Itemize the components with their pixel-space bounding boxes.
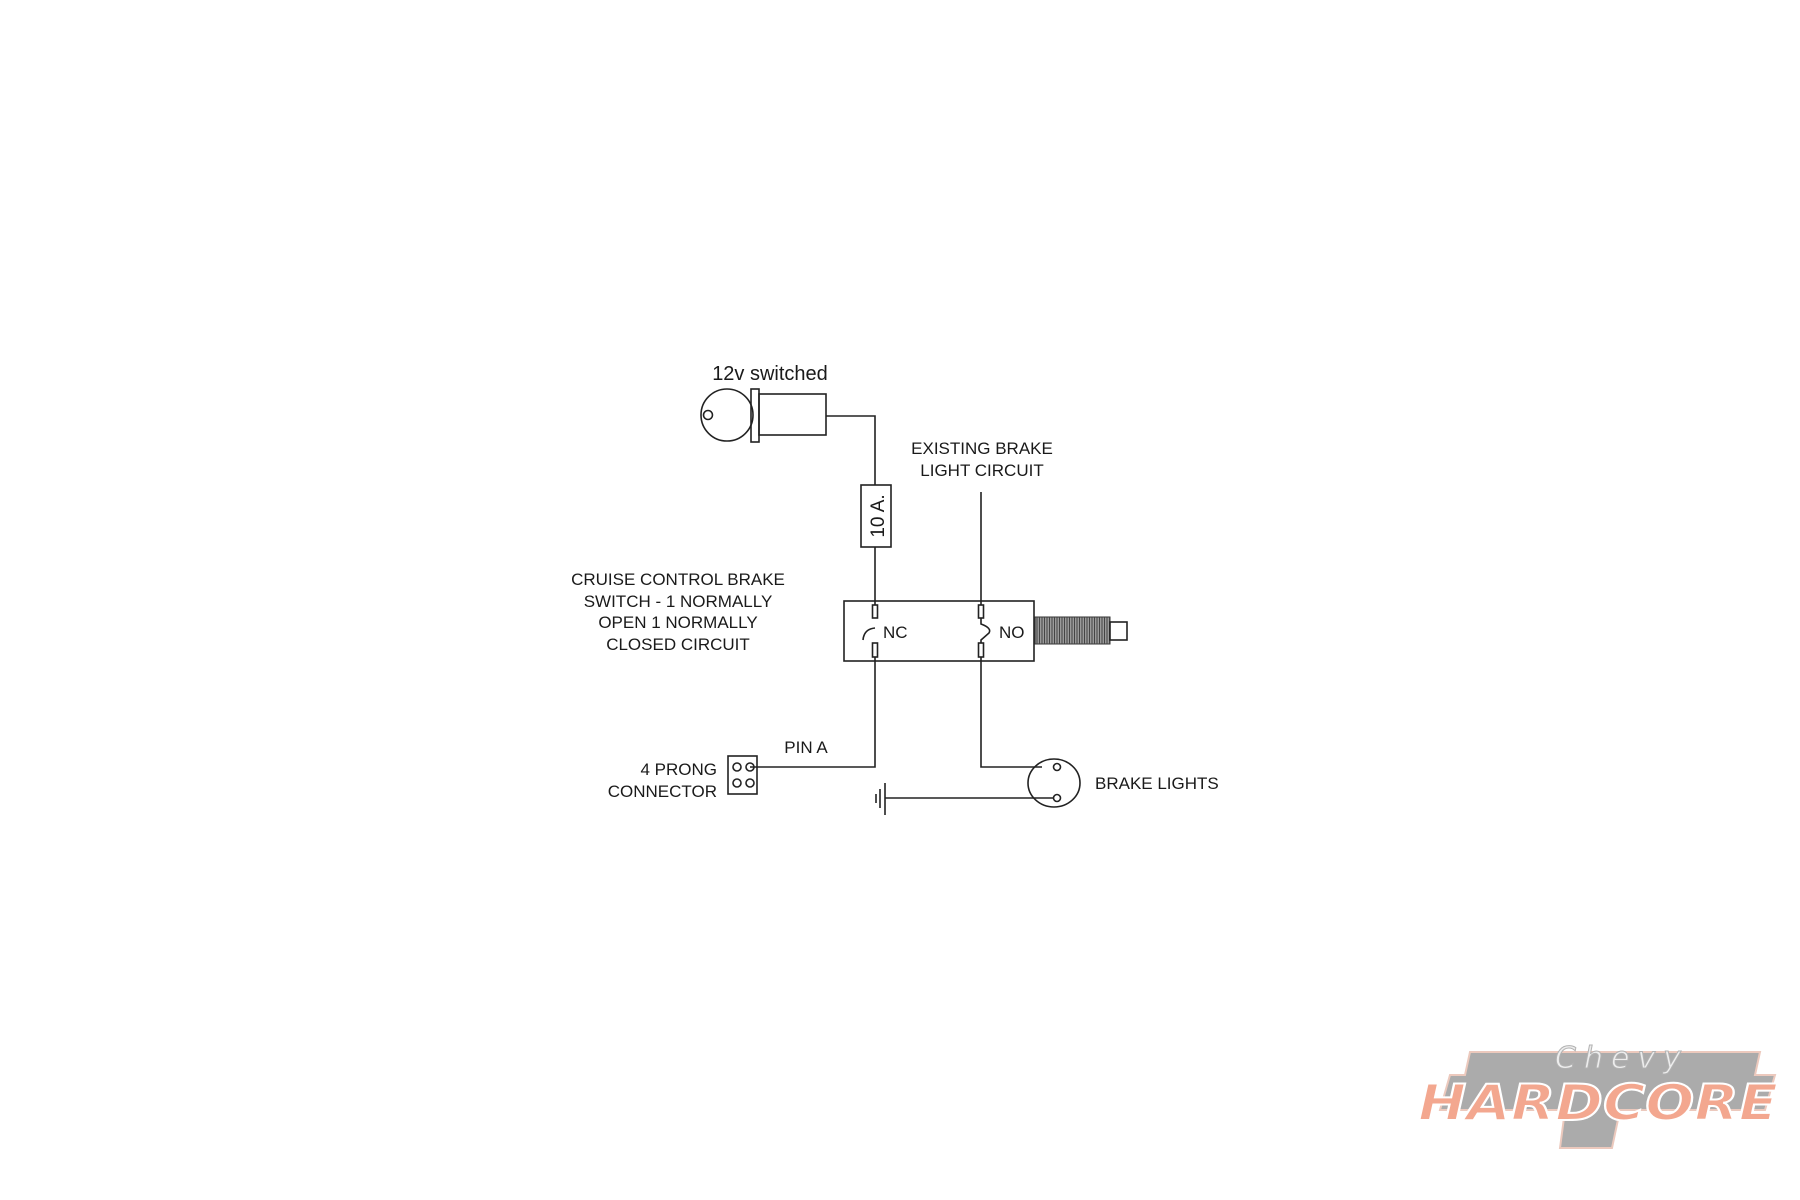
power-source-label: 12v switched [712, 363, 828, 385]
brake-switch-body [843, 600, 1035, 662]
fuse-icon [860, 484, 892, 548]
pin-a-label: PIN A [784, 738, 828, 757]
no-contact-icon [977, 604, 991, 658]
wire-switch-to-connector [750, 657, 876, 768]
brake-lights-label: BRAKE LIGHTS [1095, 774, 1219, 793]
wire-source-to-fuse [826, 415, 876, 485]
existing-circuit-label-line1: EXISTING BRAKE [911, 439, 1053, 458]
threaded-plunger-icon [1034, 616, 1128, 645]
chevy-hardcore-logo: Chevy HARDCORE [1417, 1041, 1779, 1149]
fuse-label: 10 A. [868, 494, 889, 537]
connector-label-line1: 4 PRONG [640, 760, 717, 779]
logo-main-text: HARDCORE [1418, 1074, 1778, 1132]
four-prong-connector-icon [727, 755, 758, 795]
switch-label-line2: SWITCH - 1 NORMALLY [584, 592, 773, 611]
nc-label: NC [883, 623, 908, 642]
wire-switch-to-brake-lights [980, 657, 1042, 768]
switch-label-line1: CRUISE CONTROL BRAKE [571, 570, 785, 589]
logo-script-text: Chevy [1555, 1041, 1689, 1076]
connector-label-line2: CONNECTOR [608, 782, 717, 801]
existing-circuit-label-line2: LIGHT CIRCUIT [920, 461, 1043, 480]
power-source-icon [700, 388, 827, 443]
brake-light-bulb-icon [1027, 758, 1081, 808]
nc-contact-icon [862, 604, 879, 658]
no-label: NO [999, 623, 1025, 642]
switch-label-line3: OPEN 1 NORMALLY [598, 613, 757, 632]
switch-label-line4: CLOSED CIRCUIT [606, 635, 750, 654]
ground-icon [875, 783, 886, 815]
